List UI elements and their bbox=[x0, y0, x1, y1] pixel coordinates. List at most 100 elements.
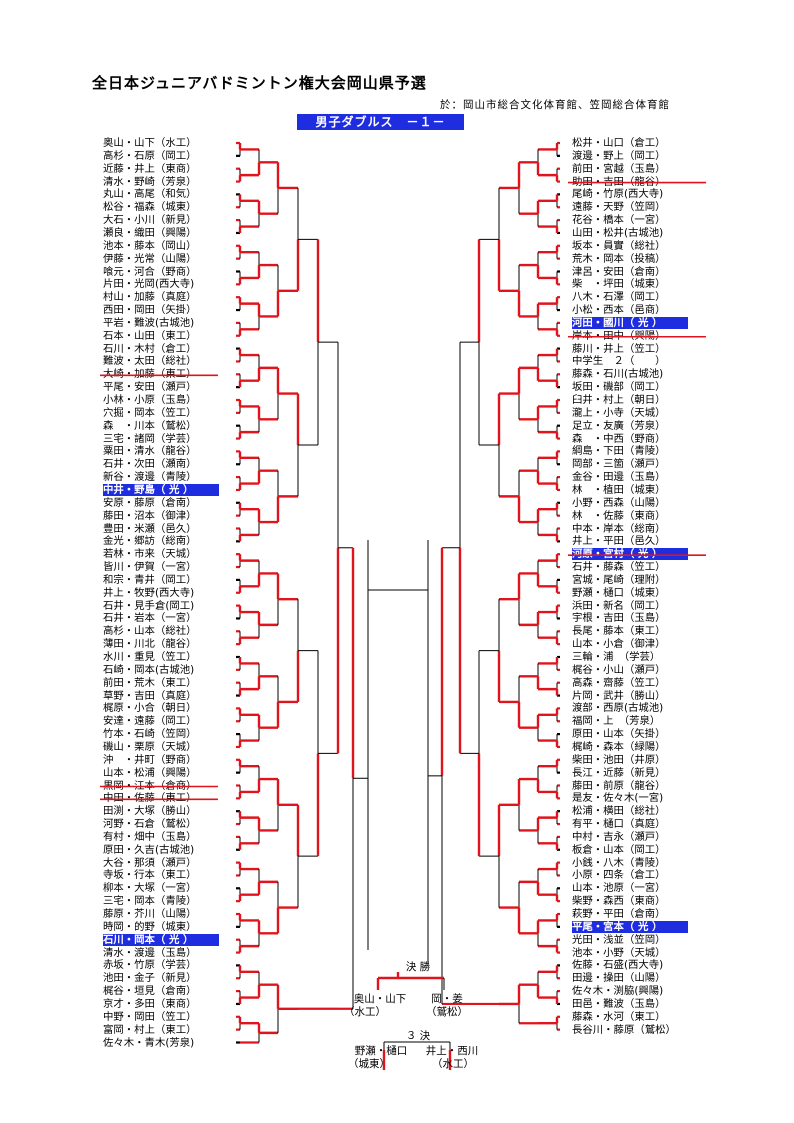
left-entry: 黒岡・江本（倉商） bbox=[103, 779, 197, 792]
right-entry: 宮城・尾崎（理附） bbox=[572, 573, 666, 586]
right-entry: 梶谷・小山（瀬戸） bbox=[572, 663, 666, 676]
left-entry: 和宗・青井（岡工） bbox=[103, 573, 197, 586]
left-entry: 田渕・大塚（勝山） bbox=[103, 805, 197, 818]
left-entry: 梶谷・垣見（倉南） bbox=[103, 985, 197, 998]
left-entry: 高杉・山本（総社） bbox=[103, 625, 197, 638]
right-entry: 田邑・難波（玉島） bbox=[572, 997, 666, 1010]
right-entry: 花谷・橋本（一宮） bbox=[572, 214, 666, 227]
left-entry: 安達・遠藤（岡工） bbox=[103, 715, 197, 728]
right-entry: 助田・吉田（龍谷） bbox=[572, 175, 666, 188]
right-entry: 三輪・浦 （学芸） bbox=[572, 651, 661, 663]
left-entry: 三宅・岡本（青陵） bbox=[103, 895, 197, 908]
left-entry: 大崎・加藤（東工） bbox=[103, 368, 197, 381]
left-entry: 藤田・沼本（御津） bbox=[103, 509, 197, 522]
right-entry: 松井・山口（倉工） bbox=[572, 137, 666, 149]
left-entry: 佐々木・青木(芳泉) bbox=[103, 1036, 195, 1049]
left-entry: 藤原・芥川（山陽） bbox=[103, 908, 197, 920]
third-place-label: ３ 決 bbox=[405, 1030, 431, 1042]
final-right-school: （鷲松） bbox=[426, 1006, 468, 1018]
left-entry: 井上・牧野(西大寺) bbox=[103, 586, 195, 599]
left-entry: 三宅・諸岡（学芸） bbox=[103, 432, 197, 445]
left-entry: 中野・岡田（笠工） bbox=[103, 1010, 197, 1023]
right-entry: 萩野・平田（倉南） bbox=[572, 908, 666, 920]
right-entry: 尾崎・竹原(西大寺) bbox=[572, 188, 664, 201]
venue-text: 於：岡山市総合文化体育館、笠岡総合体育館 bbox=[440, 99, 670, 111]
left-entry: 石井・次田（瀬南） bbox=[103, 458, 197, 471]
right-entry: 足立・友廣（芳泉） bbox=[572, 419, 666, 432]
left-entry: 丸山・高尾（和気） bbox=[103, 188, 197, 201]
right-entry: 長江・近藤（新見） bbox=[572, 766, 666, 779]
event-header: 男子ダブルス －１－ bbox=[297, 114, 464, 130]
third-left-school: （城東） bbox=[348, 1058, 390, 1070]
left-entry: 片田・光岡(西大寺) bbox=[103, 278, 195, 291]
left-entry: 金光・郷訪（総南） bbox=[103, 535, 197, 548]
right-entry: 中村・吉永（瀬戸） bbox=[572, 830, 666, 843]
left-entry: 中井・野島（ 光 ） bbox=[103, 483, 219, 496]
right-entry: 岸本・田中（興陽） bbox=[572, 329, 666, 342]
left-entry: 奥山・山下（水工） bbox=[103, 137, 197, 149]
right-entry: 板倉・山本（岡工） bbox=[572, 843, 666, 856]
left-entry: 村山・加藤（真庭） bbox=[103, 291, 197, 304]
right-entry: 小松・西本（邑商） bbox=[572, 304, 666, 317]
left-entry: 若林・市来（天城） bbox=[103, 548, 197, 561]
left-entry: 平岩・難波(古城池) bbox=[103, 316, 195, 329]
left-entry: 河野・石倉（鷲松） bbox=[103, 818, 197, 831]
right-entry: 柴 ・坪田（城東） bbox=[572, 278, 666, 291]
left-entry: 安原・藤原（倉南） bbox=[103, 496, 197, 509]
right-entry: 片岡・武井（勝山） bbox=[572, 689, 666, 702]
right-entry: 河原・宮村（ 光 ） bbox=[572, 548, 688, 561]
right-entry: 藤森・水河（東工） bbox=[572, 1010, 666, 1023]
right-entry: 平尾・宮本（ 光 ） bbox=[572, 920, 688, 933]
right-entry: 松浦・横田（総社） bbox=[572, 805, 666, 818]
right-entry: 小原・四条（倉工） bbox=[572, 869, 666, 882]
right-entry: 福岡・上 （芳泉） bbox=[572, 715, 661, 728]
right-entry: 津呂・安田（倉南） bbox=[572, 265, 666, 278]
left-entry: 大谷・那須（瀬戸） bbox=[103, 856, 197, 869]
left-entry: 喰元・河合（野商） bbox=[103, 265, 197, 278]
left-entry: 池本・藤本（岡山） bbox=[103, 239, 197, 252]
right-entry: 池本・小野（天城） bbox=[572, 946, 666, 959]
right-entry: 藤田・前原（龍谷） bbox=[572, 779, 666, 792]
right-entry: 藤川・井上（笠工） bbox=[572, 342, 666, 355]
left-entry: 皆川・伊賀（一宮） bbox=[103, 561, 197, 574]
left-entry: 池田・金子（新見） bbox=[103, 972, 197, 985]
right-entry: 是友・佐々木(一宮) bbox=[572, 792, 664, 805]
left-entry: 清水・渡邊（玉島） bbox=[103, 946, 197, 959]
right-entry: 光田・浅並（笠岡） bbox=[572, 933, 666, 946]
third-left-name: 野瀬・樋口 bbox=[354, 1045, 408, 1057]
left-entry: 大石・小川（新見） bbox=[103, 214, 197, 227]
right-entry: 有平・樋口（真庭） bbox=[572, 818, 666, 831]
final-left-name: 奥山・山下 bbox=[353, 993, 407, 1005]
left-entry: 小林・小原（玉島） bbox=[103, 394, 197, 406]
left-entry: 穴掘・岡本（笠工） bbox=[103, 406, 197, 419]
right-entry: 坂本・員實（総社） bbox=[572, 239, 666, 252]
right-entry: 柴野・森西（東商） bbox=[572, 895, 666, 908]
left-entry: 前田・荒木（東工） bbox=[103, 676, 197, 689]
left-entry: 寺坂・行本（東工） bbox=[103, 869, 197, 882]
right-entry: 林 ・佐藤（東商） bbox=[572, 509, 666, 522]
left-entry: 石崎・岡本(古城池) bbox=[103, 663, 195, 676]
third-right-school: （水工） bbox=[432, 1058, 474, 1070]
right-entry: 金谷・田邊（玉島） bbox=[572, 471, 666, 484]
left-entry: 石川・木村（倉工） bbox=[103, 342, 197, 355]
left-entry: 梶原・小合（朝日） bbox=[103, 702, 197, 715]
left-entry: 石井・岩本（一宮） bbox=[103, 612, 197, 625]
right-entry: 八木・石澤（岡工） bbox=[572, 291, 666, 304]
left-entry: 石本・山田（東工） bbox=[103, 329, 197, 342]
left-entry: 富岡・村上（東工） bbox=[103, 1023, 197, 1036]
left-entry: 薄田・川北（龍谷） bbox=[103, 638, 197, 651]
right-entry: 前田・宮越（玉島） bbox=[572, 162, 666, 175]
page-title: 全日本ジュニアバドミントン権大会岡山県予選 bbox=[92, 74, 427, 92]
left-entry: 新谷・渡邊（青陵） bbox=[103, 471, 197, 484]
left-entry: 京才・多田（東商） bbox=[103, 997, 197, 1010]
right-entry: 河田・國川（ 光 ） bbox=[572, 316, 688, 329]
final-label: 決 勝 bbox=[405, 961, 431, 973]
right-entry: 中本・岸本（総南） bbox=[572, 522, 666, 535]
left-entry: 磯山・栗原（天城） bbox=[103, 740, 197, 753]
right-entry: 山田・松井(古城池) bbox=[572, 226, 664, 239]
left-entry: 粟田・清水（龍谷） bbox=[103, 445, 197, 458]
left-entry: 伊藤・光常（山陽） bbox=[103, 252, 197, 265]
right-entry: 小野・西森（山陽） bbox=[572, 496, 666, 509]
left-entry: 原田・久吉(古城池) bbox=[103, 843, 195, 856]
